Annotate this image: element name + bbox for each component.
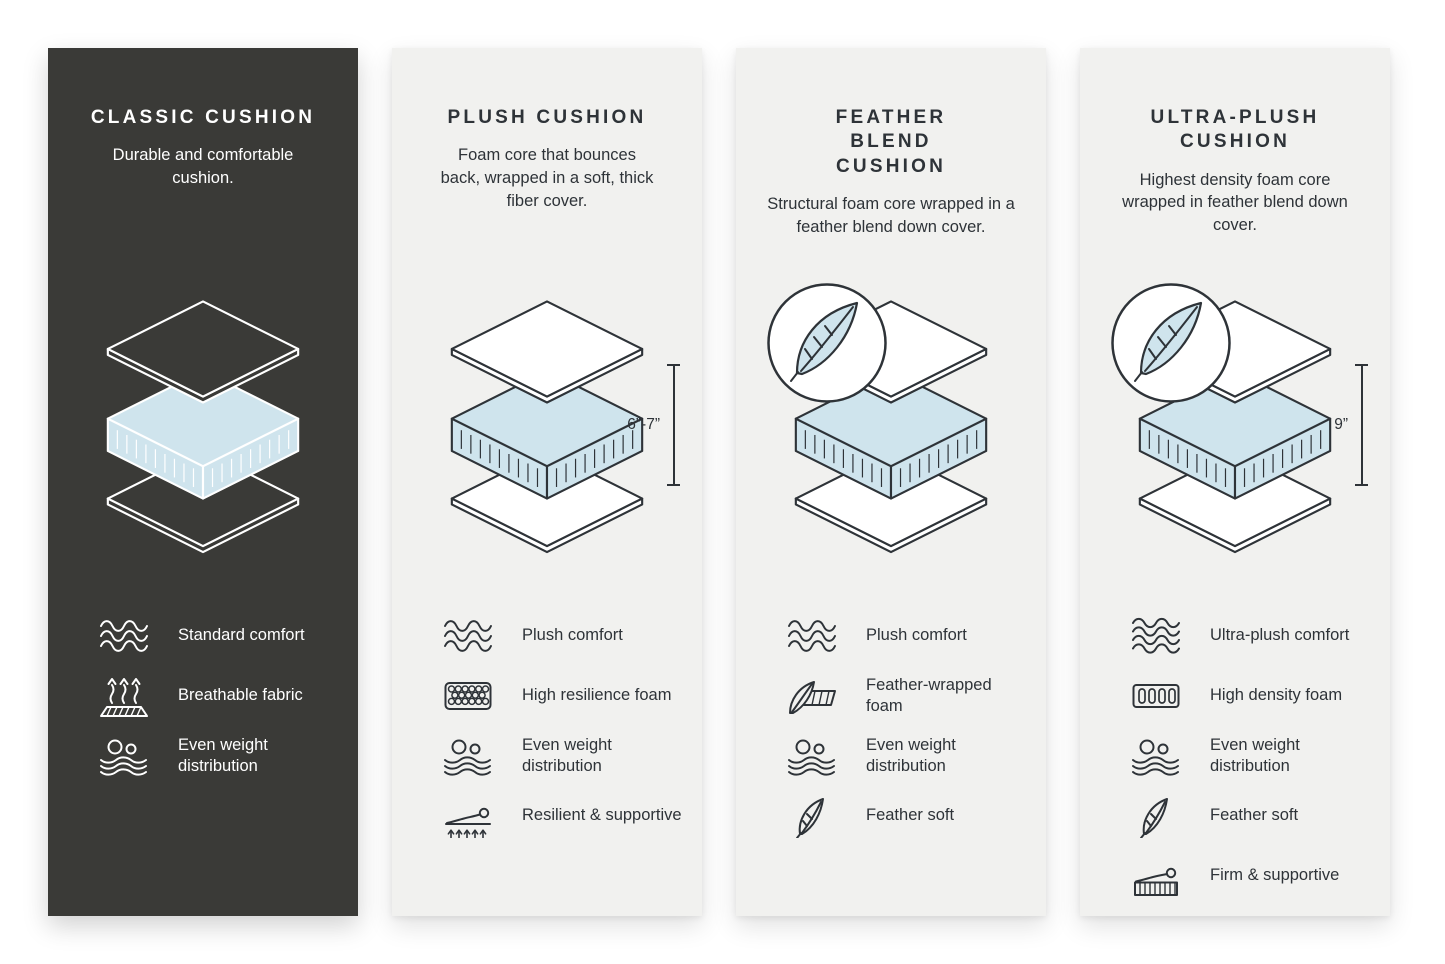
feature-label: Firm & supportive xyxy=(1210,866,1340,885)
cushion-illustration: 6”-7” xyxy=(392,278,702,578)
panel-title: ULTRA-PLUSH CUSHION xyxy=(1150,107,1320,153)
panel-title: CLASSIC CUSHION xyxy=(90,107,316,128)
waves-icon xyxy=(784,614,840,658)
feature-row: High density foam xyxy=(1128,674,1376,718)
panel-description: Foam core that bounces back, wrapped in … xyxy=(440,146,654,210)
feature-label: Plush comfort xyxy=(866,626,967,645)
resilient-supportive-icon xyxy=(440,794,496,838)
even-weight-icon xyxy=(1128,734,1184,778)
feature-row: Breathable fabric xyxy=(96,674,344,718)
feather-badge-icon xyxy=(764,280,890,406)
feather-wrapped-foam-icon xyxy=(784,674,840,718)
panel-title: PLUSH CUSHION xyxy=(447,107,647,128)
panel-description: Highest density foam core wrapped in fea… xyxy=(1122,170,1348,235)
feature-label: Even weight distribution xyxy=(178,735,268,775)
feature-label: Feather-wrapped foam xyxy=(866,675,992,715)
feature-label: Feather soft xyxy=(866,806,955,825)
cushion-illustration xyxy=(736,278,1046,578)
honeycomb-foam-icon xyxy=(440,674,496,718)
even-weight-icon xyxy=(784,734,840,778)
feather-icon xyxy=(784,794,840,838)
feature-label: Breathable fabric xyxy=(178,686,303,705)
feature-list: Ultra-plush comfort High density foam Ev… xyxy=(1080,614,1390,898)
feature-label: High resilience foam xyxy=(522,686,672,705)
feather-icon xyxy=(1128,794,1184,838)
feature-row: Firm & supportive xyxy=(1128,854,1376,898)
dimension-measure-line xyxy=(1355,364,1368,486)
feature-list: Standard comfort Breathable fabric Even … xyxy=(48,614,358,778)
panel-description: Durable and comfortable cushion. xyxy=(112,146,294,188)
dense-waves-icon xyxy=(1128,614,1184,658)
feature-label: Even weight distribution xyxy=(866,735,956,775)
panel-description: Structural foam core wrapped in a feathe… xyxy=(767,194,1015,236)
feature-row: Feather soft xyxy=(1128,794,1376,838)
feature-list: Plush comfort High resilience foam Even … xyxy=(392,614,702,838)
even-weight-icon xyxy=(440,734,496,778)
height-dimension: 6”-7” xyxy=(627,364,680,486)
feature-row: High resilience foam xyxy=(440,674,688,718)
panel-ultra-plush-cushion: ULTRA-PLUSH CUSHION Highest density foam… xyxy=(1080,48,1390,916)
height-dimension: 9” xyxy=(1334,364,1368,486)
feature-row: Feather-wrapped foam xyxy=(784,674,1032,718)
feature-row: Plush comfort xyxy=(784,614,1032,658)
feature-label: Even weight distribution xyxy=(1210,735,1300,775)
panel-title: FEATHER BLEND CUSHION xyxy=(835,107,947,177)
panel-classic-cushion: CLASSIC CUSHION Durable and comfortable … xyxy=(48,48,358,916)
density-foam-icon xyxy=(1128,674,1184,718)
feature-label: Ultra-plush comfort xyxy=(1210,626,1350,645)
feature-label: Plush comfort xyxy=(522,626,623,645)
feature-row: Even weight distribution xyxy=(784,734,1032,778)
feature-row: Feather soft xyxy=(784,794,1032,838)
firm-supportive-icon xyxy=(1128,854,1184,898)
height-dimension-label: 9” xyxy=(1334,416,1348,433)
feature-label: Standard comfort xyxy=(178,626,305,645)
layered-cushion-icon xyxy=(445,298,649,558)
panel-feather-blend-cushion: FEATHER BLEND CUSHION Structural foam co… xyxy=(736,48,1046,916)
feature-row: Resilient & supportive xyxy=(440,794,688,838)
panel-plush-cushion: PLUSH CUSHION Foam core that bounces bac… xyxy=(392,48,702,916)
even-weight-icon xyxy=(96,734,152,778)
feature-row: Even weight distribution xyxy=(1128,734,1376,778)
waves-icon xyxy=(440,614,496,658)
waves-icon xyxy=(96,614,152,658)
feather-badge-icon xyxy=(1108,280,1234,406)
feature-label: Resilient & supportive xyxy=(522,806,682,825)
feature-list: Plush comfort Feather-wrapped foam Even … xyxy=(736,614,1046,838)
height-dimension-label: 6”-7” xyxy=(627,416,660,433)
feature-label: High density foam xyxy=(1210,686,1343,705)
layered-cushion-icon xyxy=(101,298,305,558)
feature-row: Standard comfort xyxy=(96,614,344,658)
feature-row: Even weight distribution xyxy=(96,734,344,778)
feature-label: Even weight distribution xyxy=(522,735,612,775)
feature-row: Ultra-plush comfort xyxy=(1128,614,1376,658)
dimension-measure-line xyxy=(667,364,680,486)
breathable-fabric-icon xyxy=(96,674,152,718)
cushion-illustration xyxy=(48,278,358,578)
feature-row: Plush comfort xyxy=(440,614,688,658)
cushion-illustration: 9” xyxy=(1080,278,1390,578)
feature-label: Feather soft xyxy=(1210,806,1299,825)
feature-row: Even weight distribution xyxy=(440,734,688,778)
